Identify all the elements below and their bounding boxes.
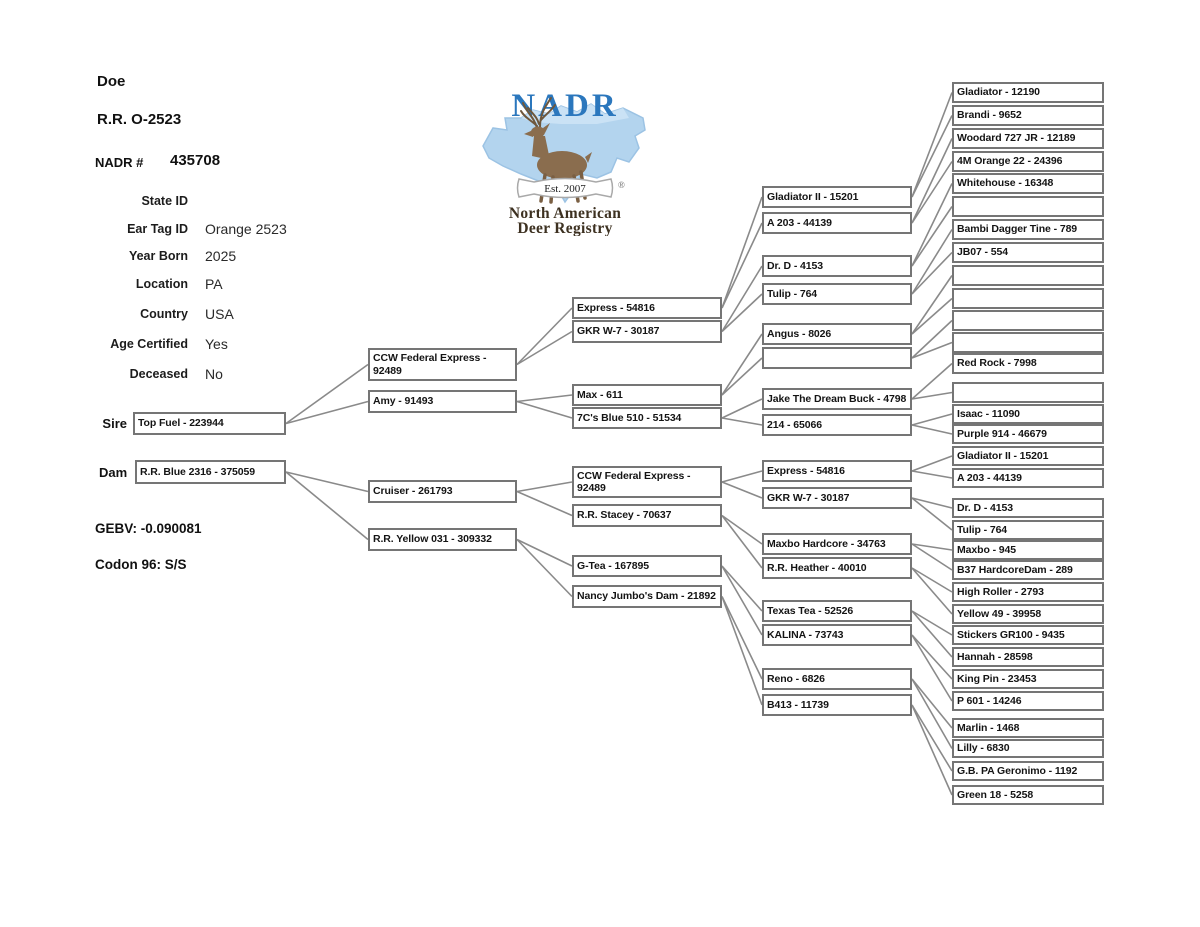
pedigree-box: Isaac - 11090 [952, 404, 1104, 424]
pedigree-box: Max - 611 [572, 384, 722, 406]
dam-label: Dam [99, 465, 128, 480]
pedigree-box: Gladiator - 12190 [952, 82, 1104, 103]
pedigree-box: GKR W-7 - 30187 [572, 320, 722, 343]
logo-org-line1: North American [509, 205, 621, 222]
pedigree-box [952, 382, 1104, 403]
pedigree-box: G.B. PA Geronimo - 1192 [952, 761, 1104, 781]
pedigree-box [952, 310, 1104, 331]
pedigree-box: Woodard 727 JR - 12189 [952, 128, 1104, 149]
field-label-age-certified: Age Certified [110, 337, 188, 351]
ribbon-banner: Est. 2007 ® [516, 177, 625, 199]
pedigree-box: Green 18 - 5258 [952, 785, 1104, 805]
pedigree-box: Tulip - 764 [762, 283, 912, 305]
pedigree-box: G-Tea - 167895 [572, 555, 722, 577]
pedigree-box: Dr. D - 4153 [952, 498, 1104, 518]
pedigree-box: Purple 914 - 46679 [952, 424, 1104, 444]
pedigree-box: 4M Orange 22 - 24396 [952, 151, 1104, 172]
field-value-country: USA [205, 306, 234, 322]
pedigree-box: Gladiator II - 15201 [952, 446, 1104, 466]
pedigree-box: Jake The Dream Buck - 4798 [762, 388, 912, 410]
pedigree-box: Cruiser - 261793 [368, 480, 517, 503]
pedigree-box: Maxbo Hardcore - 34763 [762, 533, 912, 555]
pedigree-box: Texas Tea - 52526 [762, 600, 912, 622]
dam-box: R.R. Blue 2316 - 375059 [135, 460, 286, 484]
pedigree-box: JB07 - 554 [952, 242, 1104, 263]
pedigree-box: A 203 - 44139 [762, 212, 912, 234]
field-label-country: Country [140, 307, 188, 321]
pedigree-box: Amy - 91493 [368, 390, 517, 413]
pedigree-box: Express - 54816 [572, 297, 722, 319]
pedigree-box: Tulip - 764 [952, 520, 1104, 540]
pedigree-box: Gladiator II - 15201 [762, 186, 912, 208]
pedigree-box [952, 196, 1104, 217]
pedigree-box: A 203 - 44139 [952, 468, 1104, 488]
field-label-year-born: Year Born [128, 249, 188, 263]
pedigree-box: Stickers GR100 - 9435 [952, 625, 1104, 645]
field-label-location: Location [135, 277, 188, 291]
pedigree-box [952, 288, 1104, 309]
animal-name: R.R. O-2523 [97, 111, 182, 128]
pedigree-box: King Pin - 23453 [952, 669, 1104, 689]
sire-label: Sire [102, 416, 127, 431]
field-value-age-certified: Yes [205, 336, 228, 352]
pedigree-box [762, 347, 912, 369]
pedigree-box: B413 - 11739 [762, 694, 912, 716]
pedigree-box: Red Rock - 7998 [952, 353, 1104, 374]
pedigree-box: R.R. Heather - 40010 [762, 557, 912, 579]
registered-mark: ® [618, 180, 625, 190]
pedigree-box: Hannah - 28598 [952, 647, 1104, 667]
pedigree-box: Marlin - 1468 [952, 718, 1104, 738]
pedigree-box: Angus - 8026 [762, 323, 912, 345]
field-value-year-born: 2025 [205, 248, 237, 264]
codon-value: Codon 96: S/S [95, 557, 187, 572]
pedigree-box: R.R. Stacey - 70637 [572, 504, 722, 527]
pedigree-box: B37 HardcoreDam - 289 [952, 560, 1104, 580]
pedigree-box: Nancy Jumbo's Dam - 21892 [572, 585, 722, 608]
pedigree-box: R.R. Yellow 031 - 309332 [368, 528, 517, 551]
pedigree-box: Reno - 6826 [762, 668, 912, 690]
field-value-deceased: No [205, 366, 223, 382]
field-value-ear-tag-id: Orange 2523 [205, 221, 287, 237]
pedigree-box: CCW Federal Express - 92489 [572, 466, 722, 498]
nadr-logo: NADR Est. 2007 ® North American Deer Reg… [482, 88, 646, 236]
field-value-location: PA [205, 276, 223, 292]
field-label-state-id: State ID [141, 194, 188, 208]
animal-sex: Doe [97, 73, 126, 90]
pedigree-box: High Roller - 2793 [952, 582, 1104, 602]
pedigree-box: Maxbo - 945 [952, 540, 1104, 560]
pedigree-box: Lilly - 6830 [952, 739, 1104, 758]
field-label-deceased: Deceased [129, 367, 188, 381]
logo-org-line2: Deer Registry [517, 220, 612, 236]
pedigree-box: Whitehouse - 16348 [952, 173, 1104, 194]
logo-established: Est. 2007 [544, 183, 586, 195]
pedigree-box: Dr. D - 4153 [762, 255, 912, 277]
pedigree-box: Express - 54816 [762, 460, 912, 482]
pedigree-box: KALINA - 73743 [762, 624, 912, 646]
pedigree-box: CCW Federal Express - 92489 [368, 348, 517, 381]
field-label-ear-tag-id: Ear Tag ID [127, 222, 188, 236]
pedigree-box: GKR W-7 - 30187 [762, 487, 912, 509]
pedigree-box: Brandi - 9652 [952, 105, 1104, 126]
nadr-number-label: NADR # [95, 155, 144, 170]
pedigree-box [952, 265, 1104, 286]
pedigree-box [952, 332, 1104, 353]
pedigree-box: Yellow 49 - 39958 [952, 604, 1104, 624]
sire-box: Top Fuel - 223944 [133, 412, 286, 435]
pedigree-box: Bambi Dagger Tine - 789 [952, 219, 1104, 240]
pedigree-box: 7C's Blue 510 - 51534 [572, 407, 722, 429]
nadr-number: 435708 [170, 152, 221, 169]
pedigree-box: 214 - 65066 [762, 414, 912, 436]
pedigree-box: P 601 - 14246 [952, 691, 1104, 711]
gebv-value: GEBV: -0.090081 [95, 521, 202, 536]
